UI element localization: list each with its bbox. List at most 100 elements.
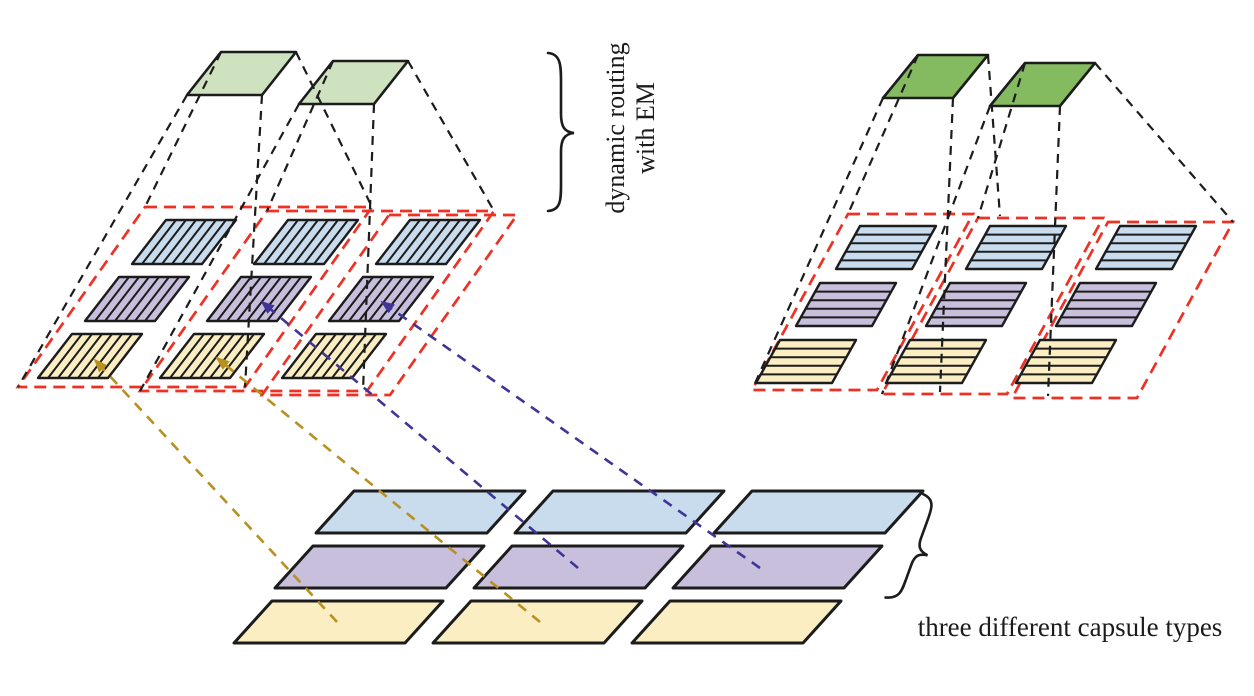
- capsule-left-purple-1-stripe: [124, 276, 160, 322]
- capsule-bottom-blue-3: [712, 489, 925, 535]
- capsule-left-blue-1: [130, 218, 238, 266]
- capsule-type-connections: [93, 300, 761, 624]
- capsule-bottom-yellow-2: [431, 599, 644, 645]
- capsule-left-yellow-3-stripe: [321, 333, 357, 379]
- routing-connection-gold-1: [93, 358, 338, 623]
- capsule-right-blue-2: [964, 224, 1068, 271]
- capsule-left-yellow-2-stripe: [189, 333, 225, 379]
- capsule-left-yellow-3-stripe: [341, 333, 377, 379]
- capsule-left-blue-1-stripe: [171, 219, 207, 265]
- right-capsule-grid: [754, 224, 1198, 385]
- capsule-left-yellow-2-stripe: [179, 333, 215, 379]
- capsule-left-yellow-1-stripe: [77, 333, 113, 379]
- capsule-right-purple-1: [794, 281, 898, 328]
- capsule-left-blue-1-stripe: [151, 219, 187, 265]
- capsule-left-blue-2-stripe: [273, 219, 309, 265]
- capsule-left-blue-1-stripe: [161, 219, 197, 265]
- capsule-right-yellow-2: [884, 338, 988, 385]
- capsule-bottom-blue-2: [513, 489, 726, 535]
- dynamic-routing-brace: [546, 51, 575, 213]
- capsule-left-yellow-1-stripe: [47, 333, 83, 379]
- capsule-left-blue-1-stripe: [181, 219, 217, 265]
- capsule-left-blue-2-stripe: [283, 219, 319, 265]
- output-capsule-right-2: [988, 61, 1097, 108]
- output-capsule-right-1: [881, 53, 990, 100]
- projection-line-right-4: [938, 97, 955, 393]
- capsule-bottom-yellow-3: [630, 599, 843, 645]
- right-projection-lines: [750, 54, 1234, 397]
- receptive-field-right-2: [879, 216, 1106, 396]
- capsule-left-purple-3-stripe: [388, 276, 424, 322]
- capsule-left-yellow-2: [158, 332, 266, 380]
- routing-connection-navy-2: [380, 300, 761, 570]
- capsule-left-purple-3-stripe: [378, 276, 414, 322]
- projection-line-right-8: [1046, 105, 1062, 397]
- capsule-right-blue-3: [1094, 224, 1198, 271]
- capsule-left-purple-1: [83, 275, 191, 323]
- projection-line-left-4: [243, 94, 264, 388]
- projection-line-left-3: [17, 94, 188, 388]
- capsule-left-blue-2: [252, 218, 360, 266]
- capsule-left-blue-3-stripe: [415, 219, 451, 265]
- capsule-left-purple-2-stripe: [236, 276, 272, 322]
- projection-line-left-7: [139, 103, 300, 392]
- output-capsule-left-2: [297, 59, 410, 106]
- routing-label-line2: with EM: [631, 82, 660, 174]
- capsule-types-brace-group: [884, 492, 933, 599]
- capsule-left-purple-3-stripe: [368, 276, 404, 322]
- capsule-left-yellow-2-stripe: [169, 333, 205, 379]
- capsule-right-yellow-3: [1014, 338, 1118, 385]
- capsule-bottom-blue-1: [314, 489, 527, 535]
- capsule-left-purple-2-stripe: [226, 276, 262, 322]
- capsule-left-blue-3-stripe: [395, 219, 431, 265]
- capsule-left-purple-2-stripe: [216, 276, 252, 322]
- receptive-field-right-1: [749, 212, 976, 392]
- projection-line-right-7: [880, 105, 992, 395]
- left-capsule-grid: [36, 218, 482, 380]
- capsule-left-purple-1-stripe: [104, 276, 140, 322]
- projection-line-right-3: [750, 97, 885, 391]
- left-output-capsules: [185, 50, 410, 106]
- capsule-left-yellow-1-stripe: [67, 333, 103, 379]
- projection-line-left-1: [144, 51, 222, 208]
- capsule-left-yellow-1: [36, 332, 144, 380]
- capsule-left-purple-1-stripe: [144, 276, 180, 322]
- capsule-left-blue-3-stripe: [435, 219, 471, 265]
- projection-line-right-1: [846, 54, 920, 215]
- capsule-bottom-yellow-1: [232, 599, 445, 645]
- capsule-left-purple-2: [205, 275, 313, 323]
- capsule-left-blue-3-stripe: [425, 219, 461, 265]
- capsule-bottom-purple-3: [671, 544, 884, 590]
- capsule-left-blue-2-stripe: [303, 219, 339, 265]
- routing-connection-gold-2: [215, 356, 541, 624]
- capsule-left-yellow-1-stripe: [57, 333, 93, 379]
- capsule-types-brace: [884, 492, 933, 599]
- capsule-left-yellow-2-stripe: [209, 333, 245, 379]
- capsule-left-blue-1-stripe: [191, 219, 227, 265]
- label-dynamic-routing: dynamic routing with EM: [601, 42, 660, 213]
- capsule-left-yellow-3-stripe: [301, 333, 337, 379]
- capsule-bottom-purple-1: [273, 544, 486, 590]
- capsule-left-blue-2-stripe: [313, 219, 349, 265]
- capsule-left-yellow-3-stripe: [311, 333, 347, 379]
- capsule-left-blue-1-stripe: [141, 219, 177, 265]
- routing-label-line1: dynamic routing: [601, 42, 630, 213]
- projection-line-right-6: [1094, 62, 1234, 223]
- capsule-left-blue-3-stripe: [405, 219, 441, 265]
- capsule-left-blue-2-stripe: [263, 219, 299, 265]
- receptive-field-left-3: [259, 213, 520, 397]
- bottom-capsule-layer: [232, 489, 925, 645]
- capsule-left-purple-3-stripe: [358, 276, 394, 322]
- capsule-left-yellow-3-stripe: [331, 333, 367, 379]
- left-projection-lines: [17, 51, 495, 392]
- projection-line-left-6: [407, 60, 495, 212]
- capsule-left-yellow-3-stripe: [291, 333, 327, 379]
- capsule-right-blue-1: [834, 224, 938, 271]
- capsule-left-purple-1-stripe: [134, 276, 170, 322]
- routing-connection-navy-1: [260, 300, 579, 569]
- capsule-left-purple-1-stripe: [114, 276, 150, 322]
- capsule-right-purple-3: [1054, 281, 1158, 328]
- projection-line-right-2: [986, 54, 1002, 217]
- capsule-left-blue-3-stripe: [385, 219, 421, 265]
